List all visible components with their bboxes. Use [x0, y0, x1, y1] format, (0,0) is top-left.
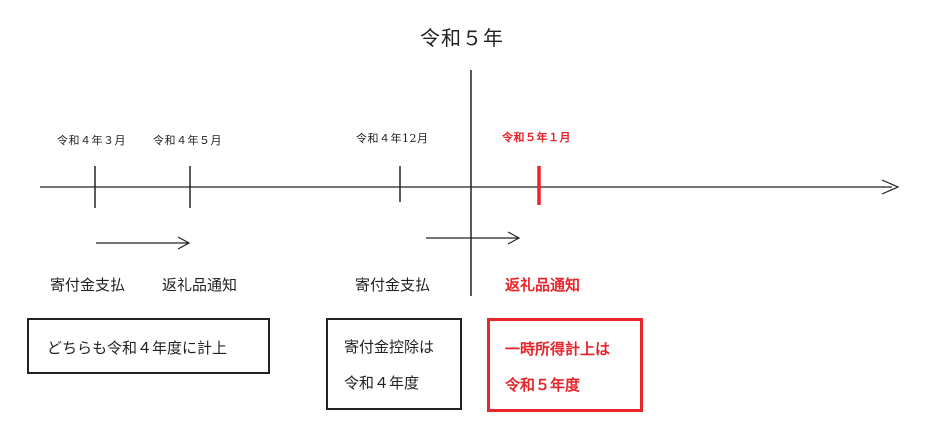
box-temporary-income-fy5: 一時所得計上は 令和５年度	[487, 318, 643, 412]
event-left-payment: 寄付金支払	[50, 276, 126, 294]
box-temporary-income-line2: 令和５年度	[505, 376, 581, 394]
tick-label-r5-01: 令和５年１月	[502, 131, 571, 144]
page-title: 令和５年	[420, 26, 504, 50]
box-both-fy4-text: どちらも令和４年度に計上	[47, 339, 228, 357]
event-right-payment: 寄付金支払	[355, 276, 431, 294]
tick-label-r4-05: 令和４年５月	[153, 134, 222, 147]
tick-label-r4-03: 令和４年３月	[57, 134, 126, 147]
arrow-right-head	[507, 231, 521, 245]
event-left-notice: 返礼品通知	[162, 276, 238, 294]
box-deduction-fy4: 寄付金控除は 令和４年度	[326, 318, 462, 410]
box-deduction-line2: 令和４年度	[344, 374, 420, 392]
box-temporary-income-line1: 一時所得計上は	[505, 340, 611, 358]
box-both-fy4: どちらも令和４年度に計上	[27, 318, 270, 374]
timeline-arrowhead	[881, 179, 900, 195]
box-deduction-line1: 寄付金控除は	[344, 338, 435, 356]
event-right-notice: 返礼品通知	[505, 276, 581, 294]
tick-label-r4-12: 令和４年12月	[356, 132, 429, 145]
arrow-left-head	[177, 236, 191, 250]
